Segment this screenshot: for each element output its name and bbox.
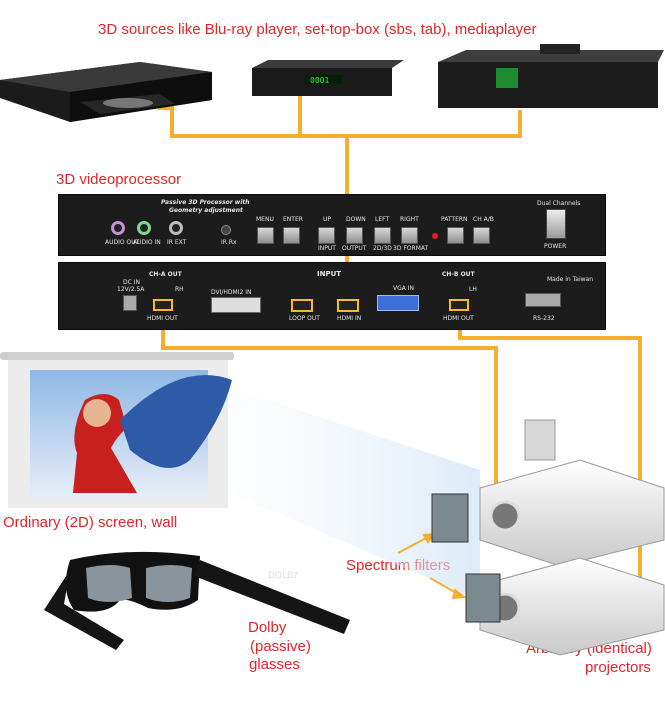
- lh-label: LH: [469, 286, 477, 293]
- enter-button[interactable]: [283, 227, 300, 244]
- status-led: [432, 233, 438, 239]
- input-button-label: INPUT: [318, 245, 336, 252]
- svg-text:0001: 0001: [310, 76, 329, 85]
- audio-out-label: AUDIO OUT: [105, 239, 140, 246]
- dc-spec-label: 12V/2.5A: [117, 286, 145, 293]
- ir-rx-label: IR Rx: [221, 239, 237, 246]
- made-in-label: Made in Taiwan: [547, 276, 594, 283]
- chb-out-label: CH-B OUT: [442, 271, 475, 278]
- hdmi-out-b-label: HDMI OUT: [443, 315, 474, 322]
- power-label: POWER: [544, 243, 567, 250]
- light-beam: [222, 388, 480, 600]
- glasses-label-1: Dolby: [248, 619, 287, 636]
- cha-out-label: CH-A OUT: [149, 271, 182, 278]
- processor-back-panel: DC IN 12V/2.5A CH-A OUT RH HDMI OUT INPU…: [58, 262, 606, 330]
- hdmi-out-a-port[interactable]: [153, 299, 173, 311]
- output-label: OUTPUT: [342, 245, 367, 252]
- processor-front-panel: Passive 3D Processor with Geometry adjus…: [58, 194, 606, 256]
- up-label: UP: [323, 216, 332, 223]
- 2d3d-label: 2D/3D: [373, 245, 392, 252]
- pattern-label: PATTERN: [441, 216, 468, 223]
- hdmi-out-a-label: HDMI OUT: [147, 315, 178, 322]
- loop-out-label: LOOP OUT: [289, 315, 320, 322]
- hdmi-in-port[interactable]: [337, 299, 359, 312]
- glasses-label-3: glasses: [249, 656, 300, 673]
- menu-button[interactable]: [257, 227, 274, 244]
- loop-out-port[interactable]: [291, 299, 313, 312]
- panel-title-2: Geometry adjustment: [169, 207, 243, 214]
- right-label: RIGHT: [400, 216, 419, 223]
- glasses-graphic: DOLBY: [44, 551, 350, 650]
- projector-top: [431, 419, 665, 567]
- up-button[interactable]: [318, 227, 335, 244]
- right-button[interactable]: [401, 227, 418, 244]
- left-label: LEFT: [375, 216, 390, 223]
- projection-screen: [0, 352, 234, 508]
- processor-label: 3D videoprocessor: [56, 171, 182, 188]
- dvi-in-label: DVI/HDMI2 IN: [211, 289, 252, 296]
- mediaplayer-device: [438, 44, 664, 108]
- pattern-button[interactable]: [447, 227, 464, 244]
- vga-in-label: VGA IN: [393, 285, 415, 292]
- audio-in-jack[interactable]: [137, 221, 151, 235]
- ir-rx-sensor: [221, 225, 231, 235]
- audio-out-jack[interactable]: [111, 221, 125, 235]
- settop-box-device: 0001: [252, 60, 404, 96]
- glasses-label-2: (passive): [250, 638, 311, 655]
- power-switch[interactable]: [546, 209, 566, 239]
- dual-channels-label: Dual Channels: [537, 200, 581, 207]
- input-section-label: INPUT: [317, 270, 342, 278]
- ch-ab-label: CH A/B: [473, 216, 494, 223]
- rh-label: RH: [175, 286, 184, 293]
- ir-ext-label: IR EXT: [167, 239, 187, 246]
- hdmi-out-b-port[interactable]: [449, 299, 469, 311]
- glasses-brand-text: DOLBY: [268, 571, 299, 581]
- rs232-label: RS-232: [533, 315, 555, 322]
- vga-in-port[interactable]: [377, 295, 419, 311]
- bluray-player-device: [0, 62, 212, 122]
- hdmi-in-label: HDMI IN: [337, 315, 362, 322]
- rs232-port[interactable]: [525, 293, 561, 307]
- ir-ext-jack[interactable]: [169, 221, 183, 235]
- panel-title-1: Passive 3D Processor with: [161, 199, 250, 206]
- ch-ab-button[interactable]: [473, 227, 490, 244]
- dc-in-label: DC IN: [123, 279, 140, 286]
- audio-in-label: AUDIO IN: [133, 239, 161, 246]
- output-cables: [161, 325, 642, 600]
- left-button[interactable]: [374, 227, 391, 244]
- 3d-format-label: 3D FORMAT: [393, 245, 429, 252]
- screen-label: Ordinary (2D) screen, wall: [3, 514, 178, 531]
- sources-label: 3D sources like Blu-ray player, set-top-…: [98, 21, 537, 38]
- projector-bottom: [465, 557, 665, 656]
- enter-label: ENTER: [283, 216, 303, 223]
- down-button[interactable]: [346, 227, 363, 244]
- down-label: DOWN: [346, 216, 366, 223]
- dvi-in-port[interactable]: [211, 297, 261, 313]
- dc-in-jack[interactable]: [123, 295, 137, 311]
- menu-label: MENU: [256, 216, 274, 223]
- projectors-label-2: projectors: [585, 659, 651, 676]
